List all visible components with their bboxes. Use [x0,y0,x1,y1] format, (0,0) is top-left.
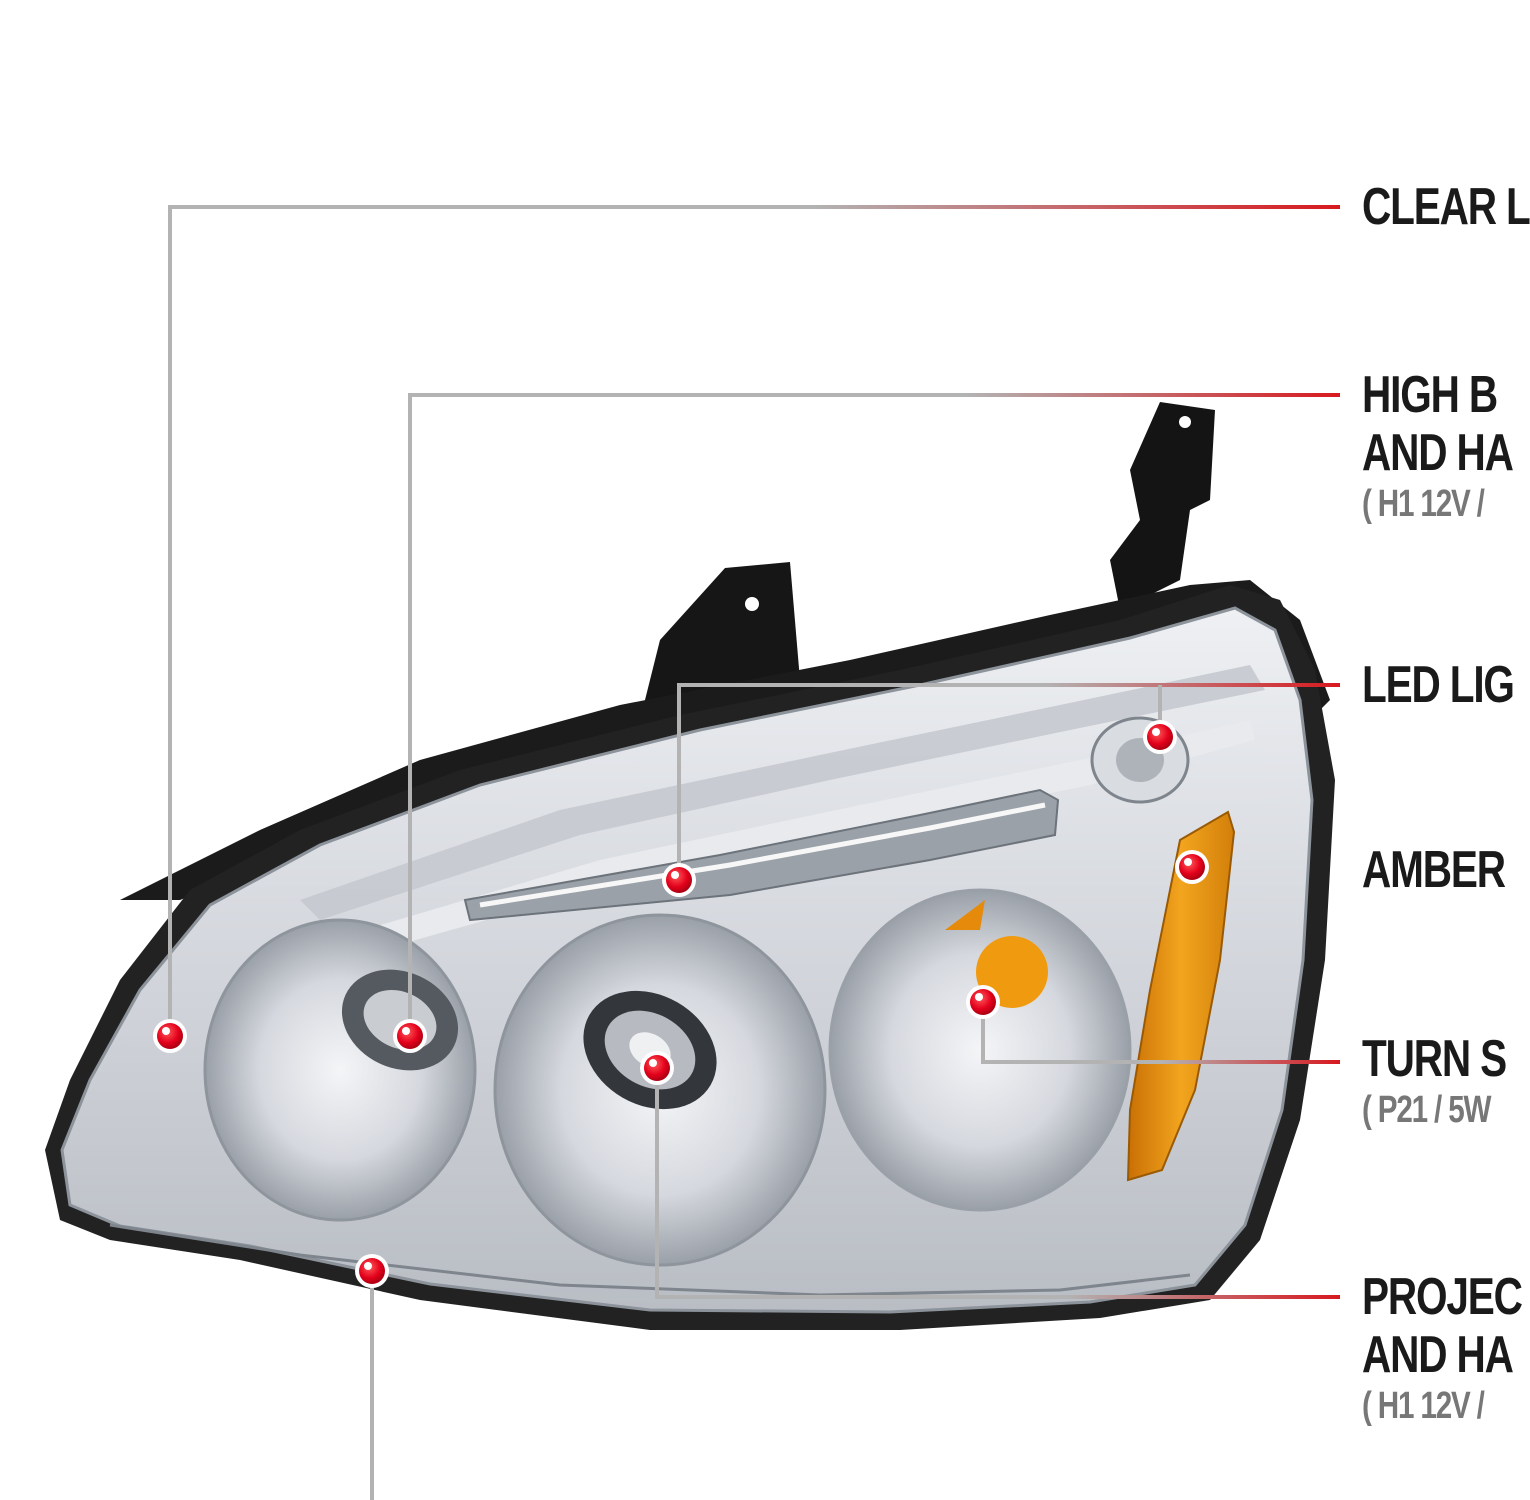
high-beam-bowl [203,918,477,1222]
callout-turn-signal: TURN S ( P21 / 5W [1362,1030,1507,1132]
callout-projector-line-1: PROJEC [1362,1268,1523,1326]
turn-signal-bowl [828,888,1132,1212]
marker-lower-lens [355,1254,389,1288]
leader-high-beam [408,393,1340,1036]
callout-high-beam-spec: ( H1 12V / [1362,483,1485,525]
marker-high-beam [393,1019,427,1053]
marker-turn-signal [966,985,1000,1019]
callout-projector: PROJEC AND HA ( H1 12V / [1362,1268,1523,1428]
callout-projector-line-2: AND HA [1362,1326,1514,1384]
callout-projector-spec: ( H1 12V / [1362,1385,1485,1427]
leader-led-light [677,683,1340,880]
callout-turn-signal-spec: ( P21 / 5W [1362,1089,1491,1131]
leader-clear-lens [168,205,1340,1036]
marker-amber-reflector [1175,850,1209,884]
callout-clear-lens: CLEAR L [1362,178,1530,236]
led-light-bar [463,788,1060,922]
amber-reflector-part [1126,810,1236,1182]
marker-dots [153,720,1209,1288]
headlight-housing [45,402,1335,1330]
leader-lines [168,205,1340,1500]
leader-projector [655,1068,1340,1299]
callout-turn-signal-line-1: TURN S [1362,1030,1507,1088]
callout-led-light-line-1: LED LIG [1362,656,1515,714]
leader-turn-signal [981,1002,1340,1064]
callout-high-beam-line-1: HIGH B [1362,366,1498,424]
marker-projector [640,1051,674,1085]
callout-amber-reflector: AMBER [1362,841,1506,899]
marker-led-bulb [1143,720,1177,754]
marker-clear-lens [153,1019,187,1053]
callout-led-light: LED LIG [1362,656,1515,714]
marker-led-bar [662,863,696,897]
callout-amber-reflector-line-1: AMBER [1362,841,1506,899]
callout-clear-lens-line-1: CLEAR L [1362,178,1530,236]
callout-high-beam-line-2: AND HA [1362,424,1514,482]
upper-mounting-bracket [1110,402,1215,610]
callout-high-beam: HIGH B AND HA ( H1 12V / [1362,366,1514,526]
